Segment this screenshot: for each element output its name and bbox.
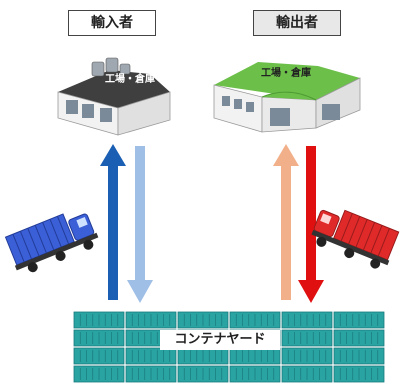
container-icon	[125, 347, 177, 365]
container-yard-label: コンテナヤード	[160, 330, 280, 350]
container-icon	[333, 347, 385, 365]
importer-warehouse-icon	[57, 57, 171, 136]
exporter-label: 輸出者	[253, 10, 341, 36]
container-icon	[73, 347, 125, 365]
container-icon	[73, 311, 125, 329]
container-icon	[73, 329, 125, 347]
blue-truck-icon	[4, 213, 99, 273]
container-icon	[229, 311, 281, 329]
red-truck-icon	[311, 209, 400, 269]
importer-label: 輸入者	[68, 10, 156, 36]
container-icon	[177, 365, 229, 383]
container-icon	[333, 365, 385, 383]
export-arrow-up-icon	[273, 144, 299, 300]
export-arrow-down-icon	[298, 146, 324, 303]
container-icon	[229, 365, 281, 383]
container-icon	[281, 347, 333, 365]
exporter-building-label: 工場・倉庫	[261, 66, 311, 79]
container-icon	[281, 311, 333, 329]
container-icon	[73, 365, 125, 383]
container-icon	[125, 311, 177, 329]
import-arrow-up-icon	[100, 144, 126, 300]
container-icon	[333, 311, 385, 329]
container-icon	[125, 365, 177, 383]
import-arrow-down-icon	[127, 146, 153, 303]
container-icon	[177, 311, 229, 329]
container-icon	[229, 347, 281, 365]
exporter-warehouse-icon	[213, 62, 361, 133]
container-icon	[177, 347, 229, 365]
container-icon	[281, 365, 333, 383]
container-icon	[333, 329, 385, 347]
importer-building-label: 工場・倉庫	[105, 72, 155, 85]
container-icon	[281, 329, 333, 347]
